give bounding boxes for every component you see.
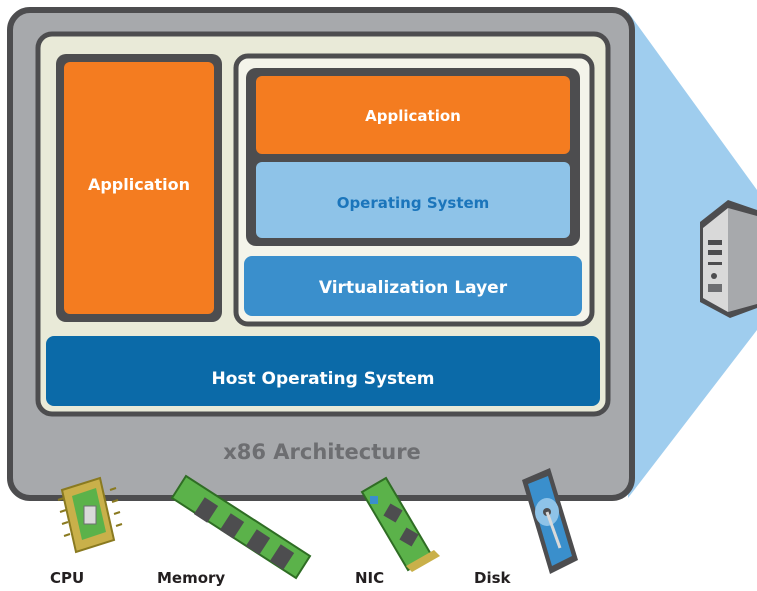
hardware-label-nic: NIC [355, 569, 384, 587]
virtualization-layer-label: Virtualization Layer [319, 278, 508, 298]
hardware-label-disk: Disk [474, 569, 512, 587]
hardware-label-cpu: CPU [50, 569, 84, 587]
hardware-label-memory: Memory [157, 569, 225, 587]
guest-os-label: Operating System [337, 194, 490, 212]
host-os-label: Host Operating System [211, 369, 434, 389]
guest-application-block [256, 76, 570, 154]
guest-application-label: Application [365, 107, 461, 125]
left-application-block [64, 62, 214, 314]
nic-icon [360, 476, 440, 572]
memory-icon [170, 474, 312, 580]
host-os-block [46, 336, 600, 406]
left-application-label: Application [88, 175, 190, 194]
virtualization-layer-block [244, 256, 582, 316]
x86-architecture-label: x86 Architecture [223, 440, 421, 464]
server-icon [700, 200, 757, 318]
guest-os-block [256, 162, 570, 238]
projection-cone [628, 12, 757, 498]
cpu-icon [57, 476, 123, 554]
disk-icon [522, 468, 578, 574]
